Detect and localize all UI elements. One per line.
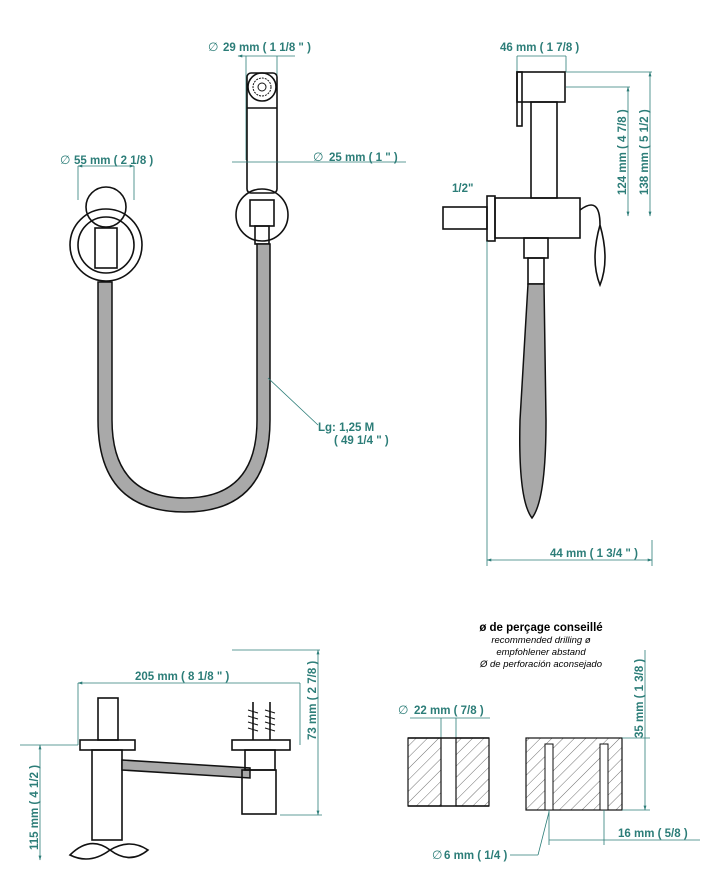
diameter-symbol: ∅	[208, 40, 218, 54]
diameter-symbol: ∅	[313, 150, 323, 164]
depth-label: 44 mm ( 1 3/4 " )	[550, 548, 638, 560]
drilling-subtitle-es: Ø de perforación aconsejado	[479, 659, 602, 670]
handle-diameter-label: 25 mm ( 1 " )	[329, 152, 398, 164]
head-diameter-label: 29 mm ( 1 1/8 " )	[223, 42, 311, 54]
hole-22-label: 22 mm ( 7/8 )	[414, 705, 484, 717]
hose-length-inches-label: ( 49 1/4 " )	[334, 435, 389, 447]
thread-label: 1/2"	[452, 183, 473, 195]
spacing-16-label: 16 mm ( 5/8 )	[618, 828, 688, 840]
front-view: ∅ 29 mm ( 1 1/8 " ) ∅ 25 mm ( 1 " ) ∅ 55…	[60, 40, 406, 513]
flange-diameter-label: 55 mm ( 2 1/8 )	[74, 155, 153, 167]
diameter-symbol: ∅	[432, 848, 442, 862]
top-view: 205 mm ( 8 1/8 " ) 73 mm ( 2 7/8 ) 115 m…	[20, 649, 322, 861]
hole-6-label: 6 mm ( 1/4 )	[444, 850, 507, 862]
height-115-label: 115 mm ( 4 1/2 )	[29, 765, 41, 850]
diameter-symbol: ∅	[398, 703, 408, 717]
depth-35-label: 35 mm ( 1 3/8 )	[634, 659, 646, 738]
width-205-label: 205 mm ( 8 1/8 " )	[135, 671, 229, 683]
height-124-label: 124 mm ( 4 7/8 )	[617, 109, 629, 195]
height-138-label: 138 mm ( 5 1/2 )	[639, 109, 651, 195]
head-width-label: 46 mm ( 1 7/8 )	[500, 42, 579, 54]
side-view: 46 mm ( 1 7/8 ) 124 mm ( 4 7/8 ) 138 mm …	[442, 42, 653, 566]
drilling-detail: ø de perçage conseillé recommended drill…	[398, 622, 700, 862]
drilling-title: ø de perçage conseillé	[479, 622, 602, 634]
drilling-subtitle-en: recommended drilling ø	[491, 635, 590, 646]
hose-length-label: Lg: 1,25 M	[318, 422, 374, 434]
screw-icon	[247, 702, 276, 740]
drilling-subtitle-de: empfohlener abstand	[496, 647, 586, 658]
height-73-label: 73 mm ( 2 7/8 )	[307, 661, 319, 740]
diameter-symbol: ∅	[60, 153, 70, 167]
